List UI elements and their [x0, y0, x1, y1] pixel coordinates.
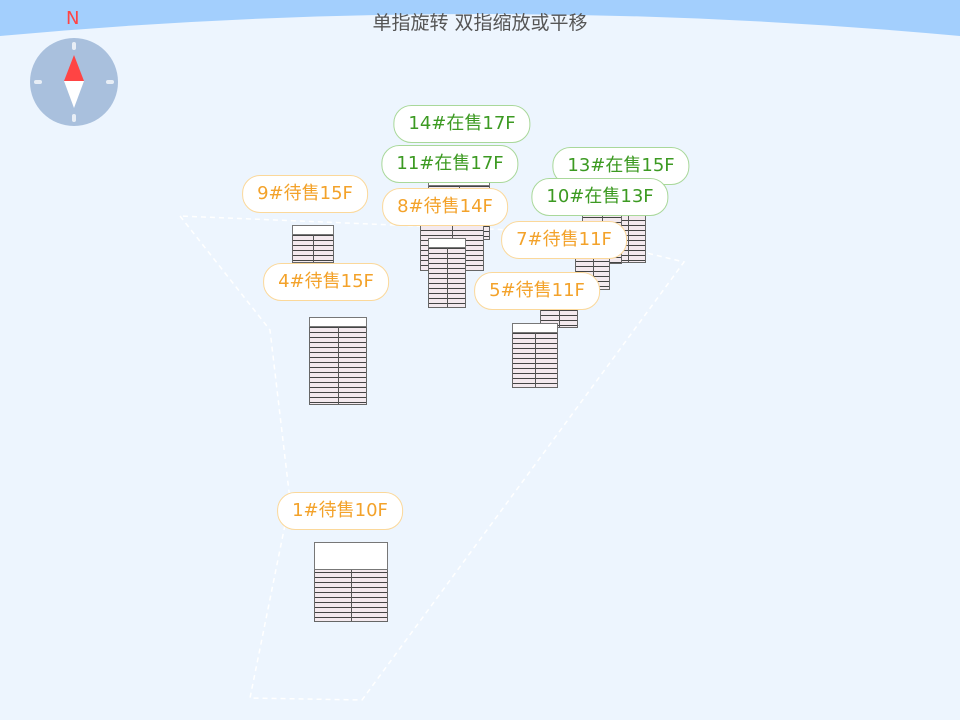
building-label[interactable]: 11#在售17F	[381, 145, 519, 183]
building-8[interactable]	[428, 238, 466, 308]
gesture-hint: 单指旋转 双指缩放或平移	[372, 12, 588, 34]
building-4[interactable]	[309, 317, 367, 405]
building-5[interactable]	[512, 323, 558, 388]
building-label[interactable]: 14#在售17F	[393, 105, 531, 143]
building-label[interactable]: 8#待售14F	[382, 188, 508, 226]
building-label[interactable]: 10#在售13F	[531, 178, 669, 216]
building-9[interactable]	[292, 225, 334, 263]
building-label[interactable]: 7#待售11F	[501, 221, 627, 259]
building-label[interactable]: 4#待售15F	[263, 263, 389, 301]
building-label[interactable]: 1#待售10F	[277, 492, 403, 530]
building-label[interactable]: 13#在售15F	[552, 147, 690, 185]
building-label[interactable]: 5#待售11F	[474, 272, 600, 310]
building-1[interactable]	[314, 542, 388, 622]
north-label: N	[66, 8, 80, 29]
compass-icon[interactable]	[30, 38, 118, 126]
header-band	[0, 0, 960, 36]
building-label[interactable]: 9#待售15F	[242, 175, 368, 213]
